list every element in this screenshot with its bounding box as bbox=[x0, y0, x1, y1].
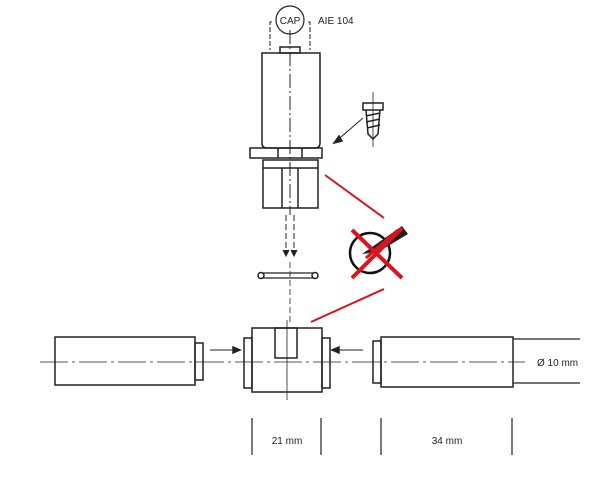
dimension-34mm: 34 mm bbox=[432, 436, 463, 447]
insert-arrow bbox=[282, 215, 298, 258]
dimension-21mm: 21 mm bbox=[272, 436, 303, 447]
part-number-label: AIE 104 bbox=[318, 16, 354, 27]
no-tool-prohibited-icon bbox=[310, 174, 408, 323]
capacitor-component bbox=[249, 30, 323, 215]
left-tube bbox=[54, 336, 242, 386]
right-tube: Ø 10 mm bbox=[372, 336, 580, 388]
o-ring bbox=[257, 262, 319, 322]
dimensions: 21 mm 34 mm bbox=[251, 418, 513, 455]
screw-component bbox=[332, 92, 384, 147]
t-fitting bbox=[243, 320, 363, 400]
cap-label: CAP bbox=[280, 16, 301, 27]
diameter-label: Ø 10 mm bbox=[537, 358, 578, 369]
cap-callout: CAP AIE 104 bbox=[269, 5, 354, 50]
